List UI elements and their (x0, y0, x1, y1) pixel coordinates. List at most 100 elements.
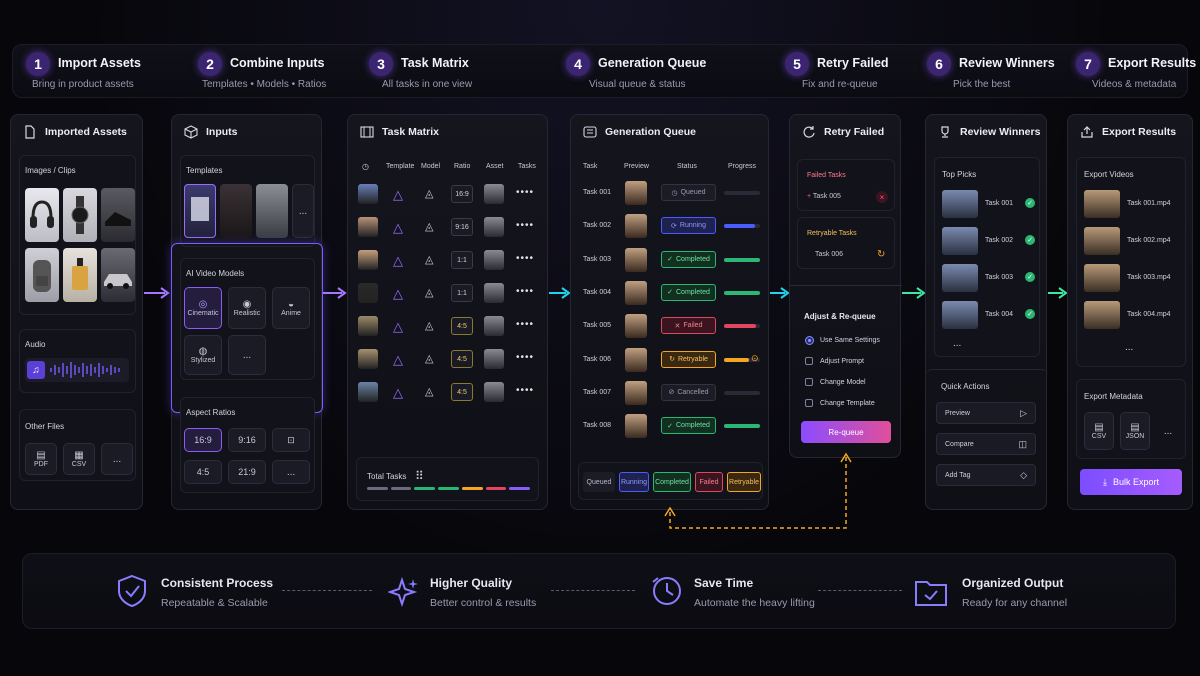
preview-thumbnail (625, 247, 647, 272)
template-card-selected[interactable] (184, 184, 216, 238)
sphere-icon: ◉ (242, 299, 252, 310)
queue-row[interactable]: Task 001◷Queued (571, 179, 770, 207)
queue-row[interactable]: Task 006↻Retryable⊙ (571, 346, 770, 374)
queue-row[interactable]: Task 004✓Completed (571, 279, 770, 307)
export-icon (1081, 126, 1093, 138)
check-icon[interactable]: ✓ (1025, 309, 1035, 319)
csv-export[interactable]: ▤CSV (1084, 412, 1114, 450)
ratio-4-5[interactable]: 4:5 (184, 460, 222, 484)
preview-button[interactable]: Preview▷ (936, 402, 1036, 424)
status-icon: ✕ (674, 322, 681, 330)
model-icon: ◬ (425, 320, 434, 332)
retry-icon[interactable]: ⊙ (751, 352, 759, 363)
requeue-button[interactable]: Re-queue (801, 421, 891, 443)
audio-clip[interactable]: ♫ (25, 358, 129, 382)
video-thumbnail (1084, 264, 1120, 292)
template-card[interactable] (220, 184, 252, 238)
check-icon[interactable]: ✓ (1025, 235, 1035, 245)
total-tasks-section: Total Tasks ⠿ (356, 457, 539, 501)
legend-completed: Completed (653, 472, 691, 492)
video-item[interactable]: Task 004.mp4 (1077, 299, 1187, 331)
json-export[interactable]: ▤JSON (1120, 412, 1150, 450)
matrix-row[interactable]: △◬1:1•••• (348, 247, 548, 275)
pick-item[interactable]: Task 002✓ (935, 225, 1041, 257)
car-image[interactable] (101, 248, 135, 302)
more-templates-button[interactable]: ... (292, 184, 314, 238)
checkbox[interactable] (805, 357, 813, 365)
check-icon[interactable]: ✓ (1025, 272, 1035, 282)
legend-retryable: Retryable (727, 472, 761, 492)
model-stylized[interactable]: ◍Stylized (184, 335, 222, 375)
pdf-file[interactable]: ▤PDF (25, 443, 57, 475)
more-ratios-button[interactable]: ... (272, 460, 310, 484)
flow-arrow-icon (323, 287, 347, 299)
more-indicator[interactable]: ... (1125, 342, 1134, 353)
section-label: Other Files (25, 422, 65, 431)
queue-row[interactable]: Task 007⊘Cancelled (571, 379, 770, 407)
video-item[interactable]: Task 003.mp4 (1077, 262, 1187, 294)
sneaker-image[interactable] (101, 188, 135, 242)
model-cinematic[interactable]: ◎Cinematic (184, 287, 222, 329)
more-indicator[interactable]: ... (953, 338, 962, 349)
tasks-dots: •••• (516, 385, 535, 396)
matrix-row[interactable]: △◬16:9•••• (348, 181, 548, 209)
ratio-square-icon[interactable]: ⊡ (272, 428, 310, 452)
column-header: Tasks (518, 163, 536, 170)
more-models-button[interactable]: ... (228, 335, 266, 375)
trophy-icon (941, 126, 949, 138)
ratio-16-9[interactable]: 16:9 (184, 428, 222, 452)
clock-icon: ◷ (362, 162, 369, 171)
model-icon: ◬ (425, 188, 434, 200)
pick-item[interactable]: Task 004✓ (935, 299, 1041, 331)
requeue-loop-arrow-icon (664, 452, 852, 529)
matrix-row[interactable]: △◬1:1•••• (348, 280, 548, 308)
triangle-icon: △ (393, 319, 403, 334)
feature-title: Higher Quality (430, 576, 513, 590)
retryable-task-item[interactable]: Task 006 (815, 251, 844, 258)
retry-icon[interactable]: ↻ (877, 249, 886, 260)
template-card[interactable] (256, 184, 288, 238)
more-files-button[interactable]: ... (101, 443, 133, 475)
headphones-image[interactable] (25, 188, 59, 242)
video-item[interactable]: Task 002.mp4 (1077, 225, 1187, 257)
add-tag-button[interactable]: Add Tag◇ (936, 464, 1036, 486)
ratio-21-9[interactable]: 21:9 (228, 460, 266, 484)
video-item[interactable]: Task 001.mp4 (1077, 188, 1187, 220)
flow-arrow-icon (549, 287, 571, 299)
status-icon: ⟳ (671, 222, 677, 230)
close-icon[interactable]: × (876, 191, 888, 203)
step-title: Import Assets (58, 56, 141, 70)
model-realistic[interactable]: ◉Realistic (228, 287, 266, 329)
pick-item[interactable]: Task 003✓ (935, 262, 1041, 294)
compare-button[interactable]: Compare◫ (936, 433, 1036, 455)
panel-title: Inputs (184, 125, 238, 139)
matrix-row[interactable]: △◬4:5•••• (348, 346, 548, 374)
queue-row[interactable]: Task 002⟳Running (571, 212, 770, 240)
watch-image[interactable] (63, 188, 97, 242)
ratio-9-16[interactable]: 9:16 (228, 428, 266, 452)
model-anime[interactable]: ◒Anime (272, 287, 310, 329)
checkbox[interactable] (805, 378, 813, 386)
matrix-row[interactable]: △◬4:5•••• (348, 379, 548, 407)
more-formats-button[interactable]: ... (1163, 425, 1173, 437)
queue-row[interactable]: Task 008✓Completed (571, 412, 770, 440)
queue-row[interactable]: Task 003✓Completed (571, 246, 770, 274)
matrix-row[interactable]: △◬4:5•••• (348, 313, 548, 341)
failed-task-item[interactable]: + Task 005 (807, 193, 841, 200)
check-icon[interactable]: ✓ (1025, 198, 1035, 208)
bulk-export-button[interactable]: ⤓Bulk Export (1080, 469, 1182, 495)
panel-title: Review Winners (938, 125, 1040, 139)
matrix-row[interactable]: △◬9:16•••• (348, 214, 548, 242)
queue-row[interactable]: Task 005✕Failed (571, 312, 770, 340)
column-header: Task (583, 163, 598, 170)
pick-item[interactable]: Task 001✓ (935, 188, 1041, 220)
status-icon: ↻ (669, 356, 675, 363)
csv-file[interactable]: ▦CSV (63, 443, 95, 475)
flow-arrow-icon (770, 287, 790, 299)
perfume-image[interactable] (63, 248, 97, 302)
progress-fill (724, 224, 755, 229)
checkbox[interactable] (805, 399, 813, 407)
status-pill: ↻Retryable (661, 350, 716, 368)
backpack-image[interactable] (25, 248, 59, 302)
radio-selected[interactable] (805, 336, 814, 345)
